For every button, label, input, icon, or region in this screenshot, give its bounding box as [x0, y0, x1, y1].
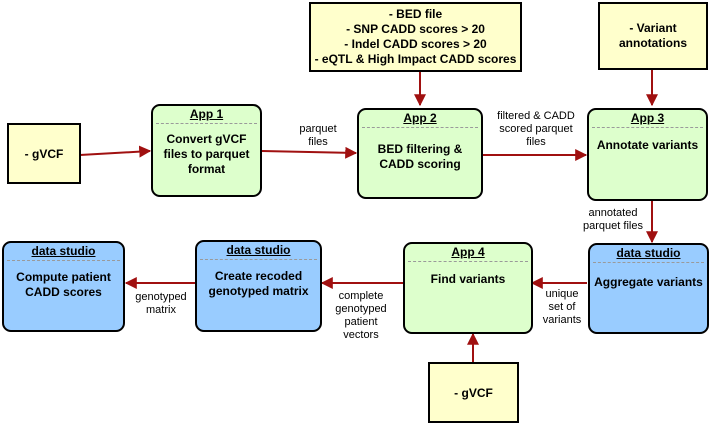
edge-label-unique-set-3: variants — [542, 314, 582, 326]
edge-label-unique-set-1: unique — [545, 288, 579, 300]
recoded-matrix-box: data studio Create recoded genotyped mat… — [195, 240, 322, 332]
app3-box: App 3 Annotate variants — [587, 108, 708, 201]
edge-label-complete-vectors-4: vectors — [343, 329, 379, 341]
aggregate-variants-box: data studio Aggregate variants — [588, 243, 709, 334]
app1-box: App 1 Convert gVCF files to parquet form… — [151, 104, 262, 197]
aggregate-variants-header: data studio — [616, 246, 681, 260]
variant-annotations-line-1: - Variant — [629, 21, 677, 35]
edge-label-complete-vectors-3: patient — [344, 316, 378, 328]
edge-label-genotyped-matrix-1: genotyped — [135, 291, 187, 303]
app1-body-line-1: Convert gVCF — [166, 132, 247, 146]
app2-header: App 2 — [403, 111, 437, 125]
edge-label-filtered-cadd-3: files — [526, 136, 546, 148]
aggregate-variants-line-1: Aggregate variants — [594, 275, 703, 289]
edge-label-genotyped-matrix-2: matrix — [146, 304, 176, 316]
recoded-matrix-body: Create recoded genotyped matrix — [197, 260, 320, 299]
app2-body-line-1: BED filtering & — [377, 142, 463, 156]
patient-cadd-line-1: Compute patient — [16, 270, 111, 284]
app4-body-line-1: Find variants — [430, 272, 506, 286]
edge-label-annotated-1: annotated — [588, 207, 638, 219]
patient-cadd-body: Compute patient CADD scores — [4, 261, 123, 300]
app2-box: App 2 BED filtering & CADD scoring — [357, 108, 483, 199]
app3-body: Annotate variants — [589, 128, 706, 153]
app2-divider — [362, 127, 478, 128]
variant-annotations-note: - Variant annotations — [598, 2, 708, 70]
app1-divider — [156, 123, 257, 124]
edge-label-unique-set: unique set of variants — [533, 288, 591, 327]
edge-label-genotyped-matrix: genotyped matrix — [130, 291, 192, 317]
edge-label-parquet-files-2: files — [308, 136, 328, 148]
edge-label-annotated-2: parquet files — [583, 220, 643, 232]
gvcf-input-bottom: - gVCF — [428, 362, 519, 423]
recoded-matrix-divider — [200, 259, 317, 260]
edge-label-complete-vectors-2: genotyped — [335, 303, 387, 315]
patient-cadd-divider — [7, 260, 120, 261]
indel-cadd-line: - Indel CADD scores > 20 — [344, 37, 487, 51]
app1-body-line-2: files to parquet — [163, 147, 250, 161]
eqtl-cadd-line: - eQTL & High Impact CADD scores — [314, 52, 517, 66]
arrow-gvcf-to-app1 — [79, 145, 152, 158]
app4-body: Find variants — [405, 262, 531, 287]
edge-label-complete-vectors: complete genotyped patient vectors — [328, 290, 394, 342]
patient-cadd-line-2: CADD scores — [25, 285, 102, 299]
edge-label-filtered-cadd: filtered & CADD scored parquet files — [486, 110, 586, 149]
gvcf-input-left-text: - gVCF — [24, 146, 64, 161]
snp-cadd-line: - SNP CADD scores > 20 — [346, 22, 485, 36]
variant-annotations-line-2: annotations — [619, 36, 687, 50]
edge-label-filtered-cadd-2: scored parquet — [499, 123, 573, 135]
edge-label-parquet-files: parquet files — [290, 123, 346, 149]
recoded-matrix-header: data studio — [226, 243, 291, 257]
aggregate-variants-body: Aggregate variants — [590, 263, 707, 290]
aggregate-variants-divider — [593, 262, 704, 263]
gvcf-input-bottom-text: - gVCF — [454, 385, 493, 400]
edge-label-unique-set-2: set of — [548, 301, 576, 313]
patient-cadd-header: data studio — [31, 244, 96, 258]
edge-label-parquet-files-1: parquet — [299, 123, 337, 135]
edge-label-annotated: annotated parquet files — [574, 207, 652, 233]
app2-body-line-2: CADD scoring — [379, 157, 461, 171]
bed-file-line: - BED file — [388, 7, 443, 21]
app4-box: App 4 Find variants — [403, 242, 533, 334]
edge-label-complete-vectors-1: complete — [338, 290, 384, 302]
recoded-matrix-line-1: Create recoded — [214, 269, 303, 283]
patient-cadd-box: data studio Compute patient CADD scores — [2, 241, 125, 332]
edge-label-filtered-cadd-1: filtered & CADD — [497, 110, 575, 122]
app1-body-line-3: format — [187, 162, 226, 176]
app4-header: App 4 — [451, 245, 485, 259]
arrow-app1-to-app2 — [261, 146, 358, 159]
recoded-matrix-line-2: genotyped matrix — [208, 284, 309, 298]
app2-body: BED filtering & CADD scoring — [359, 128, 481, 172]
app1-header: App 1 — [189, 107, 224, 121]
gvcf-input-left: - gVCF — [7, 123, 81, 184]
app1-body: Convert gVCF files to parquet format — [153, 124, 260, 177]
app3-body-line-1: Annotate variants — [596, 138, 699, 152]
app3-divider — [592, 127, 703, 128]
app4-divider — [408, 261, 528, 262]
bed-file-note: - BED file - SNP CADD scores > 20 - Inde… — [309, 2, 522, 72]
app3-header: App 3 — [630, 111, 665, 125]
